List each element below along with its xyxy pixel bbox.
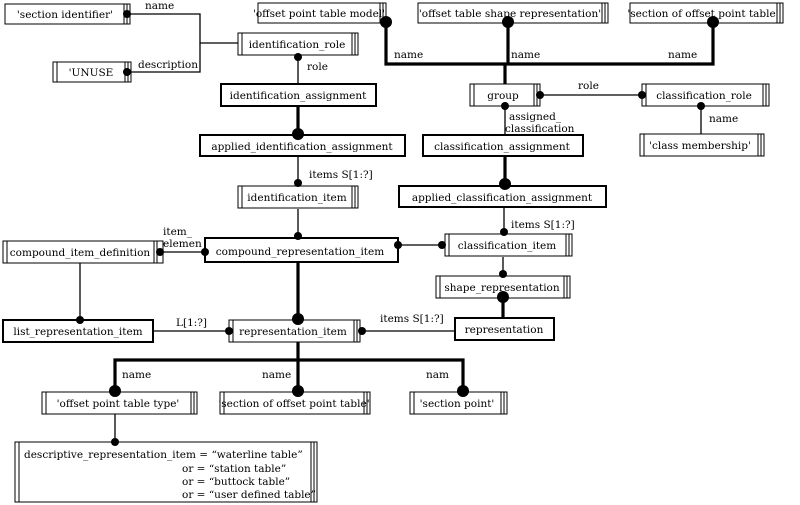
dot-shape-representation (499, 270, 507, 278)
line-labels: name description role name name name rol… (122, 0, 738, 381)
label-name-section-point: nam (426, 369, 449, 381)
dot-compound-left (201, 248, 209, 256)
entity-boxes (2, 2, 784, 503)
box-classification-assignment (422, 134, 584, 157)
dot-section-top (707, 16, 719, 28)
dot-type-top (109, 385, 121, 397)
dot-representation-top (497, 291, 509, 303)
dot-list-representation (76, 316, 84, 324)
dot-offset-shape (502, 16, 514, 28)
label-classification-assignment: classification_assignment (434, 141, 571, 153)
label-name-model: name (394, 49, 423, 61)
label-representation: representation (465, 324, 544, 336)
dot-compound-definition (156, 248, 164, 256)
label-assigned-2: classification (505, 123, 575, 135)
dot-applied-identification (292, 128, 304, 140)
dot-group-assigned (501, 102, 509, 110)
thin-relationship-lines (79, 13, 702, 442)
label-section-identifier: 'section identifier' (17, 9, 113, 21)
box-class-membership (639, 133, 765, 157)
dot-compound-right (394, 241, 402, 249)
label-shape-representation: shape_representation (444, 282, 560, 294)
dot-compound-top (294, 232, 302, 240)
label-name-section-bottom: name (262, 369, 291, 381)
line-section-identifier (130, 13, 238, 44)
label-section-point: 'section point' (420, 398, 495, 410)
label-section-of-offset-point-table-top: 'section of offset point table' (627, 8, 778, 20)
relationship-endpoints (76, 10, 719, 446)
label-offset-table-shape-representation: 'offset table shape representation' (419, 8, 601, 20)
label-name-section-top: name (668, 49, 697, 61)
label-offset-point-table-model: 'offset point table model' (253, 8, 385, 20)
box-offset-point-table-model (257, 2, 387, 24)
label-name-shape-rep: name (511, 49, 540, 61)
dot-identification-item (294, 179, 302, 187)
descriptive-line-1: descriptive_representation_item = “water… (24, 449, 303, 461)
dot-classification-left (438, 241, 446, 249)
dot-classification-item (500, 228, 508, 236)
dot-descriptive (111, 438, 119, 446)
dot-identification-role (294, 53, 302, 61)
dot-rep-item-left (225, 327, 233, 335)
descriptive-line-3: or = “buttock table” (182, 476, 290, 488)
label-role-identification: role (307, 61, 328, 73)
dot-section-point-top (457, 385, 469, 397)
dot-representation-item-top (292, 313, 304, 325)
label-class-membership: 'class membership' (649, 140, 751, 152)
descriptive-text-block: descriptive_representation_item = “water… (24, 449, 316, 501)
label-offset-point-table-type: 'offset point table type' (57, 398, 180, 410)
label-list-representation-item: list_representation_item (13, 326, 142, 338)
dot-section-bottom-top (292, 385, 304, 397)
label-items-identification: items S[1:?] (309, 169, 373, 181)
box-representation (454, 317, 555, 341)
label-item-element-1: item_ (163, 226, 193, 238)
thick-subtype-lines (113, 22, 715, 391)
box-labels: 'section identifier' 'offset point table… (10, 8, 779, 410)
descriptive-line-4: or = “user defined table” (182, 489, 316, 501)
box-identification-assignment (220, 83, 377, 107)
label-applied-classification-assignment: applied_classification_assignment (412, 192, 593, 204)
dot-rep-item-right (358, 327, 366, 335)
label-assigned-1: assigned_ (509, 111, 562, 123)
label-list-bound: L[1:?] (176, 317, 207, 329)
label-compound-representation-item: compound_representation_item (216, 246, 384, 258)
label-group: group (487, 90, 519, 102)
label-representation-item: representation_item (239, 326, 347, 338)
label-classification-item: classification_item (458, 240, 556, 252)
label-name-type: name (122, 369, 151, 381)
label-item-element-2: elemen (163, 238, 202, 250)
label-items-classification: items S[1:?] (511, 219, 575, 231)
dot-group-role (536, 91, 544, 99)
label-description: description (138, 59, 198, 71)
label-section-of-offset-point-table-bottom: 'section of offset point table' (218, 398, 369, 410)
label-name-class-membership: name (709, 113, 738, 125)
label-items-representation: items S[1:?] (380, 313, 444, 325)
descriptive-line-2: or = “station table” (182, 463, 286, 475)
dot-unuse (123, 68, 131, 76)
box-descriptive-representation-item (14, 441, 318, 503)
label-applied-identification-assignment: applied_identification_assignment (211, 141, 393, 153)
dot-classification-role (638, 91, 646, 99)
label-role-classification: role (578, 80, 599, 92)
box-section-of-offset-point-table-top (629, 2, 784, 24)
dot-section-identifier (123, 10, 131, 18)
label-unuse: 'UNUSE (69, 67, 114, 79)
label-name-section-identifier: name (145, 0, 174, 12)
label-identification-role: identification_role (249, 39, 346, 51)
label-identification-item: identification_item (247, 192, 346, 204)
dot-applied-classification (499, 178, 511, 190)
line-unuse (130, 43, 201, 73)
dot-class-role-name (697, 102, 705, 110)
thick-bottom-bar (113, 358, 465, 391)
label-classification-role: classification_role (656, 90, 752, 102)
label-compound-item-definition: compound_item_definition (10, 247, 151, 259)
thick-top-bar (384, 22, 715, 66)
dot-offset-model (380, 16, 392, 28)
label-identification-assignment: identification_assignment (230, 90, 368, 102)
